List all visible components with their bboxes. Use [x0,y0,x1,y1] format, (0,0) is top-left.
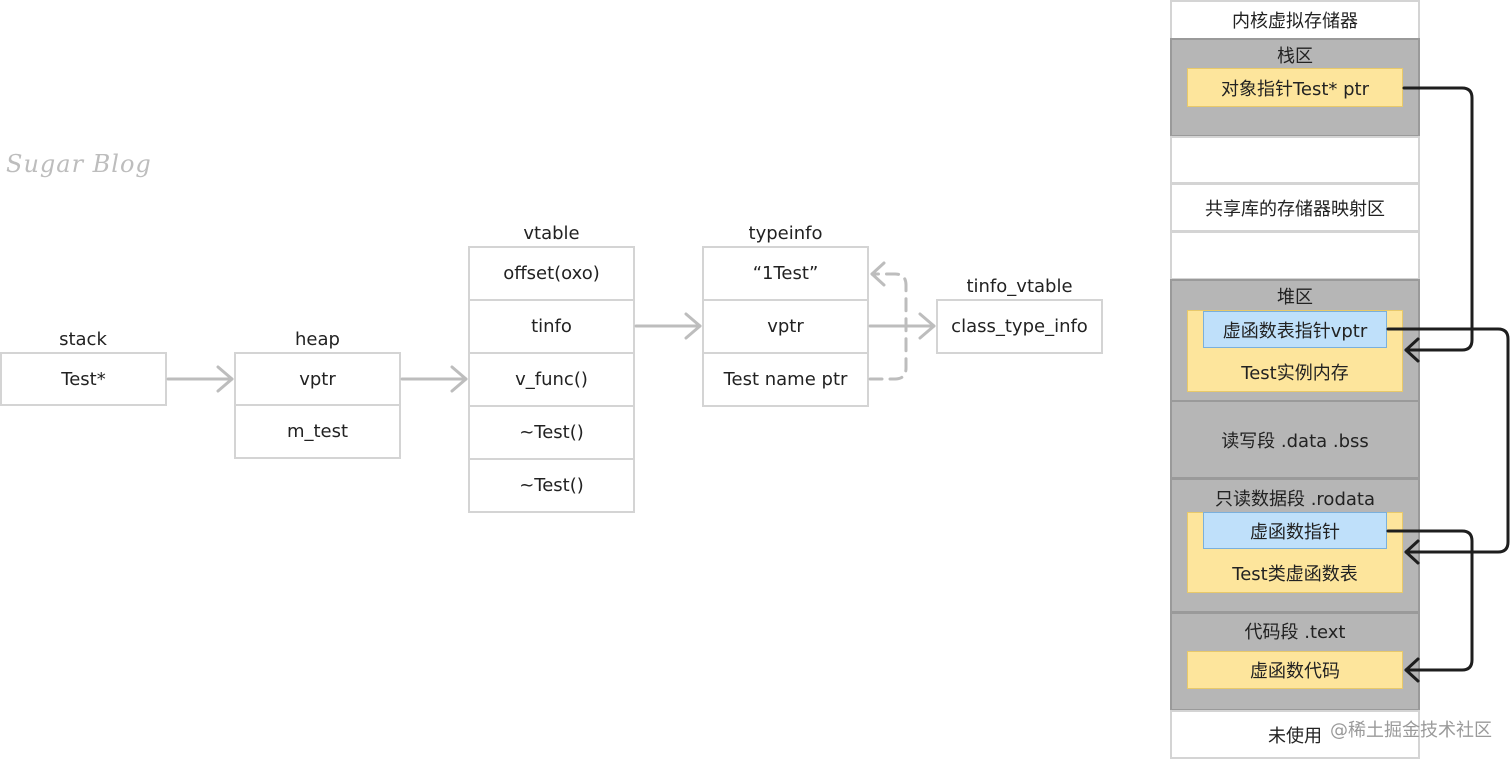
vtable-title: vtable [523,223,580,244]
tinfo-vtable-title: tinfo_vtable [966,276,1073,297]
memory-unused: 未使用 [1170,710,1420,759]
memory-kernel: 内核虚拟存储器 [1170,0,1420,40]
arrow-head-heap-to-vtable [450,365,468,393]
memory-heap-vptr: 虚函数表指针vptr [1203,311,1387,348]
arrow-head-vptr-to-vtable [1404,539,1420,565]
heap-cell-m-test: m_test [234,404,401,459]
arrow-head-tinfo-to-typeinfo [684,312,702,340]
vtable-cell-offset: offset(oxo) [468,246,635,301]
stack-title: stack [59,329,107,350]
memory-stack-ptr: 对象指针Test* ptr [1187,68,1403,107]
arrow-stack-ptr-to-heap [1402,86,1474,352]
memory-stack-area-label: 栈区 [1277,46,1313,67]
typeinfo-title: typeinfo [748,223,823,244]
arrow-head-typeinfo-to-tinfo-vtable [918,312,936,340]
memory-gap-1 [1170,136,1420,184]
memory-gap-2 [1170,231,1420,280]
vtable-cell-destructor-2: ~Test() [468,458,635,513]
memory-ro-vfunc-ptr: 虚函数指针 [1203,512,1387,549]
memory-ro-area-label: 只读数据段 .rodata [1214,489,1375,510]
memory-code-area-label: 代码段 .text [1244,622,1346,643]
memory-heap-area-label: 堆区 [1277,287,1313,308]
heap-cell-vptr: vptr [234,352,401,406]
typeinfo-cell-name-ptr: Test name ptr [702,352,869,407]
arrow-head-vfunc-ptr-to-code [1404,657,1420,683]
memory-code-vfunc: 虚函数代码 [1187,651,1403,689]
arrow-head-stack-ptr-to-heap [1404,337,1420,363]
stack-cell-test-ptr: Test* [0,352,167,406]
arrow-vfunc-ptr-to-code [1386,529,1474,672]
watermark: Sugar Blog [6,150,152,178]
vtable-cell-destructor-1: ~Test() [468,405,635,460]
heap-title: heap [295,329,340,350]
arrow-head-name-ptr-to-name [870,261,886,287]
credit-text: @稀土掘金技术社区 [1330,720,1492,741]
arrow-vptr-to-vtable [1386,327,1510,554]
arrow-head-stack-to-heap [216,365,234,393]
arrow-name-ptr-to-name [868,272,908,381]
tinfo-vtable-cell-class-type-info: class_type_info [936,299,1103,354]
